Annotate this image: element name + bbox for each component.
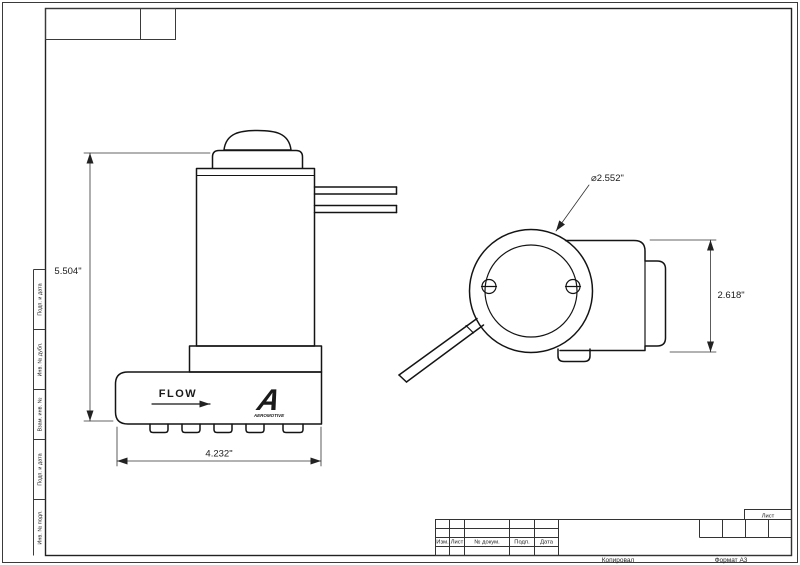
dim-width-label: 4.232"	[205, 449, 232, 460]
margin-label-podp-data-1: Подп. и дата	[38, 282, 44, 315]
base-foot	[282, 423, 304, 434]
corner-stamp-box	[45, 8, 176, 40]
flow-label: FLOW	[159, 388, 197, 400]
sheet-number-label: Лист	[762, 513, 775, 519]
copied-label: Копировал	[602, 557, 635, 564]
inlet-fitting-line	[405, 324, 485, 383]
pump-top-dome	[223, 129, 292, 151]
title-block	[435, 509, 792, 556]
pump-body	[195, 167, 316, 347]
dimensions	[83, 152, 717, 467]
pump-side-view	[114, 129, 398, 434]
sheet-inner-frame	[44, 7, 793, 557]
brand-logo: A AEROMOTIVE	[253, 384, 285, 418]
base-foot	[213, 423, 233, 434]
tb-col-list: Лист	[451, 540, 464, 546]
dim-leader-diameter	[555, 184, 590, 232]
pump-base-housing	[114, 371, 323, 425]
pump-dome-collar	[211, 149, 304, 169]
front-outer-circle	[468, 228, 594, 354]
margin-label-inv-podl: Инв. № подл.	[38, 510, 44, 545]
dim-height-label: 5.504"	[54, 266, 81, 277]
tb-col-izm: Изм.	[436, 540, 449, 546]
base-foot	[149, 423, 169, 434]
margin-label-podp-data-2: Подп. и дата	[38, 452, 44, 485]
tb-col-podp: Подп.	[514, 540, 530, 546]
sheet-number-box	[744, 509, 792, 520]
dim-diameter-label: ⌀2.552"	[591, 173, 624, 184]
title-block-labels: Изм. Лист № докум. Подп. Дата Лист Копир…	[436, 513, 774, 564]
mounting-bracket	[559, 239, 667, 352]
base-foot	[245, 423, 265, 434]
inlet-fitting-collar	[465, 324, 475, 334]
tb-col-data: Дата	[540, 540, 554, 546]
front-inner-circle	[484, 244, 578, 338]
pump-lower-band	[188, 345, 323, 373]
dim-bracket-height-label: 2.618"	[718, 290, 745, 301]
dimension-labels: 5.504" 4.232" ⌀2.552" 2.618"	[54, 173, 744, 460]
bottom-tab	[557, 348, 591, 363]
margin-label-vzam-inv: Взам. инв. №	[38, 397, 44, 431]
base-foot	[181, 423, 201, 434]
left-margin-labels: Подп. и дата Инв. № дубл. Взам. инв. № П…	[38, 282, 44, 544]
tb-col-ndokum: № докум.	[474, 540, 500, 546]
pump-front-view	[398, 228, 667, 383]
format-label: Формат A3	[715, 557, 748, 564]
margin-label-inv-dubl: Инв. № дубл.	[38, 342, 44, 377]
brand-logo-text: AEROMOTIVE	[253, 413, 285, 418]
inlet-fitting-cap	[398, 374, 408, 383]
inlet-fitting-line	[398, 317, 478, 376]
